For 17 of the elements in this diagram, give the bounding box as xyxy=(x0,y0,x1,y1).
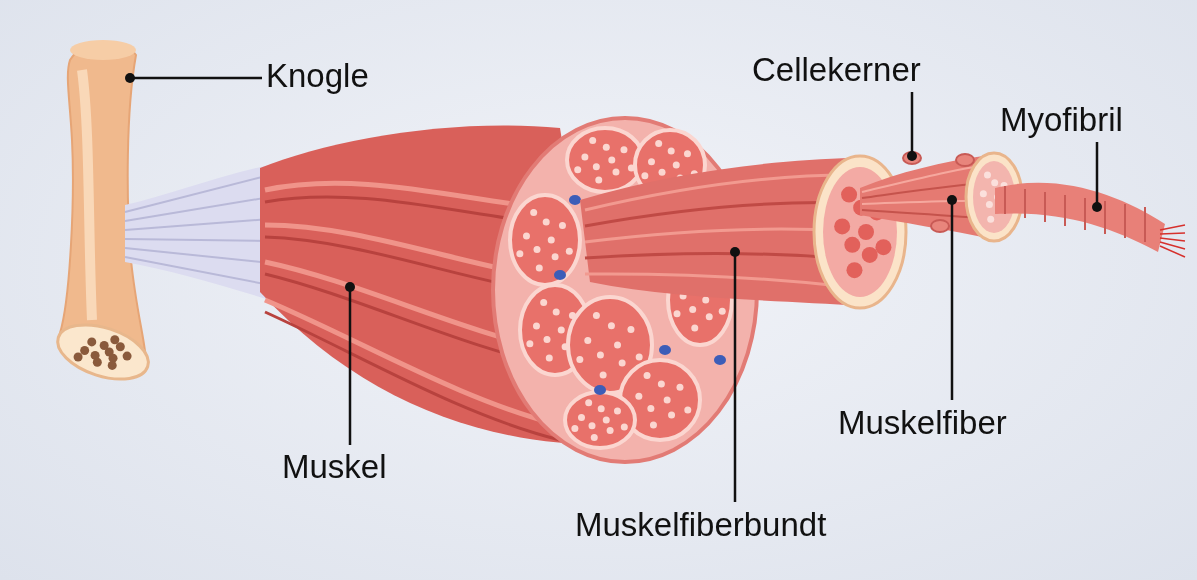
part-label: Muskel xyxy=(282,447,387,487)
muscle-fiber-drawing xyxy=(860,151,1024,243)
leader-line xyxy=(907,92,917,161)
part-label: Muskelfiberbundt xyxy=(575,505,827,545)
cell-nucleus-drawing xyxy=(902,151,975,233)
part-label: Knogle xyxy=(266,56,369,96)
leader-line xyxy=(730,247,740,502)
myofibril-drawing xyxy=(995,182,1186,258)
part-label: Muskelfiber xyxy=(838,403,1007,443)
bone-drawing xyxy=(56,40,150,381)
part-label: Cellekerner xyxy=(752,50,921,90)
part-label: Myofibril xyxy=(1000,100,1123,140)
leader-line xyxy=(1092,142,1102,212)
leader-line xyxy=(125,73,262,83)
muscle-fiber-bundle-drawing xyxy=(580,154,908,310)
leader-line xyxy=(345,282,355,445)
leader-line xyxy=(947,195,957,400)
